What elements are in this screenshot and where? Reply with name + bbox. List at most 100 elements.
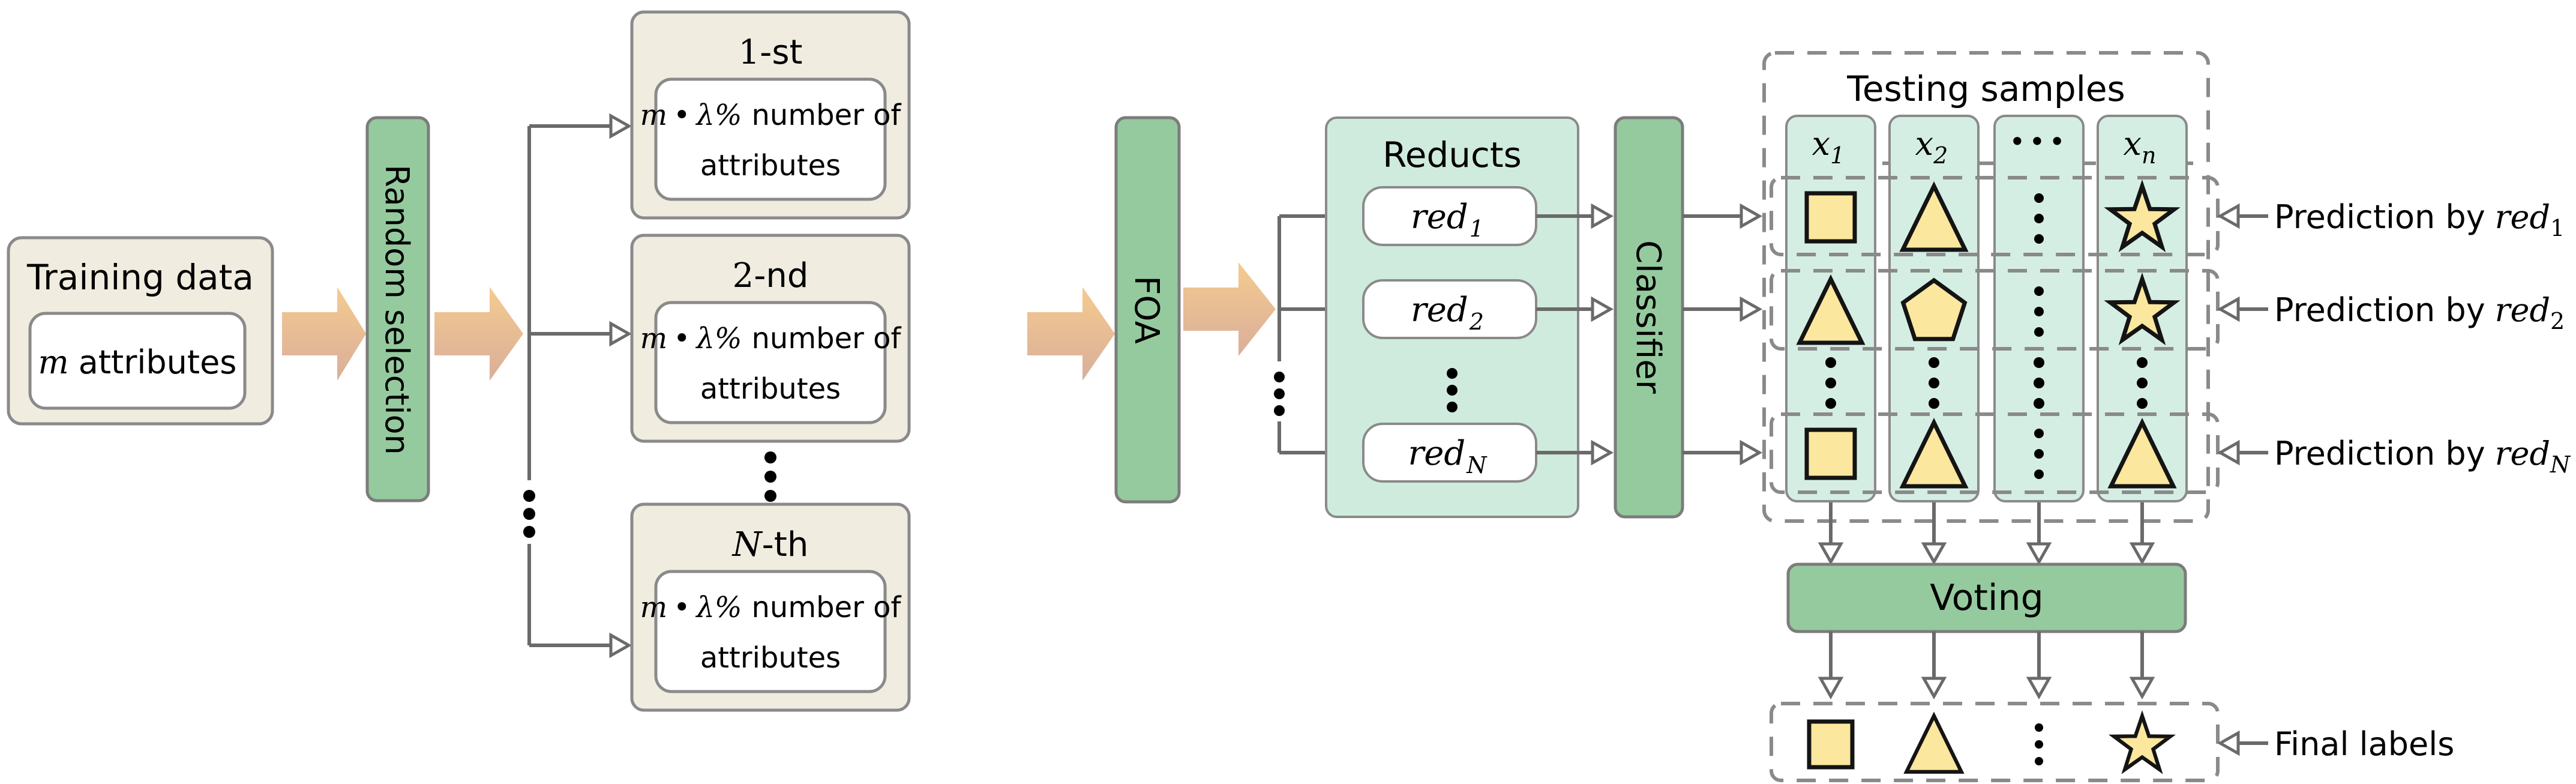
dot-operator: • [673, 322, 690, 355]
prediction-row-2 [1770, 269, 2220, 351]
branch-vertical-dots [523, 490, 535, 538]
x-base: x [1915, 125, 1933, 163]
prediction-prefix: Prediction by [2274, 198, 2485, 236]
number-of-text: number of [752, 591, 902, 624]
red-base: red [1411, 291, 1468, 330]
vdots-shape [2034, 193, 2044, 244]
subset-1-formula: m•λ% number of [640, 98, 902, 132]
red-base: red [1411, 198, 1468, 237]
dot-operator: • [673, 98, 690, 132]
square-shape [1804, 427, 1857, 480]
vdots-shape [2034, 429, 2044, 479]
triangle-shape [1796, 274, 1866, 345]
random-selection-box [365, 116, 430, 502]
star-shape [2104, 179, 2181, 253]
flow-arrow-1 [282, 287, 366, 381]
prediction-prefix: Prediction by [2274, 435, 2485, 472]
pentagon-shape [1900, 277, 1968, 342]
dot-operator: • [673, 591, 690, 624]
red-sub: 2 [2550, 308, 2565, 334]
subset-1-title: 1-st [739, 33, 803, 72]
row1-shapes [1804, 179, 2181, 253]
subset-branch-lines [527, 113, 632, 659]
flow-arrow-3 [1027, 287, 1115, 381]
x-base: x [1812, 125, 1830, 163]
foa-label: FOA [1127, 276, 1166, 344]
classifier-to-rows-arrows [1683, 203, 1763, 466]
number-of-text: number of [752, 98, 902, 132]
vdots-shape [2034, 286, 2044, 337]
star-shape [2104, 273, 2181, 346]
lambda-percent: λ% [695, 322, 742, 355]
m-symbol: m [640, 591, 668, 624]
subset-2-formula-line2: attributes [700, 372, 841, 406]
arrowhead-left [2217, 730, 2240, 756]
classifier-box [1614, 116, 1684, 519]
row3-shapes [1804, 418, 2177, 489]
flow-arrow-4 [1183, 262, 1276, 356]
subset-n-formula: m•λ% number of [640, 591, 902, 624]
rows-ellipsis-dots [1825, 357, 2148, 409]
arrowhead-to-subset-n [609, 632, 632, 659]
arrowhead-to-subset-1 [609, 113, 632, 139]
reducts-vertical-dots [1447, 368, 1458, 412]
column-header-x2: x2 [1915, 125, 1948, 169]
testing-samples-title: Testing samples [1846, 68, 2125, 109]
subset-1-inner-box [654, 77, 887, 201]
vdots-shape [2035, 723, 2043, 765]
x-base: x [2124, 125, 2142, 163]
subset-2-title: 2-nd [733, 256, 809, 295]
classifier-label: Classifier [1629, 240, 1668, 394]
subset-n-title: N-th [731, 525, 809, 564]
triangle-shape [2107, 418, 2177, 489]
column-header-dots: ••• [2009, 125, 2068, 158]
subset-n-suffix: -th [762, 525, 809, 564]
x-sub: 1 [1830, 142, 1845, 169]
m-symbol: m [38, 343, 69, 381]
voting-label: Voting [1930, 577, 2043, 619]
subset-n-inner-box [654, 570, 887, 693]
row2-shapes [1796, 273, 2181, 346]
red-base: red [1408, 434, 1465, 473]
red-sub: 2 [1469, 309, 1484, 335]
voting-to-final-arrows [1818, 632, 2155, 700]
red-sub: 1 [2550, 215, 2565, 241]
columns-to-voting-arrows [1818, 502, 2155, 565]
red-sub: N [2550, 451, 2571, 478]
red-sub: N [1466, 452, 1488, 478]
red2-label: red2 [1411, 291, 1484, 335]
training-data-title: Training data [26, 257, 254, 298]
subset-1-ordinal: 1 [739, 33, 760, 72]
redn-label: redN [1408, 434, 1488, 478]
triangle-shape [1903, 711, 1965, 774]
number-of-text: number of [752, 322, 902, 355]
prediction-prefix: Prediction by [2274, 291, 2485, 329]
red1-label: red1 [1411, 198, 1484, 242]
subset-n-ordinal: N [731, 525, 763, 564]
flow-arrow-2 [434, 287, 523, 381]
training-attributes-box [28, 312, 247, 410]
lambda-percent: λ% [695, 591, 742, 624]
voting-box [1786, 562, 2187, 633]
square-shape [1807, 719, 1855, 770]
foa-box [1114, 116, 1181, 504]
final-labels-annotation: Final labels [2217, 725, 2454, 763]
subset-n-formula-line2: attributes [700, 641, 841, 675]
arrowhead-left [2217, 203, 2240, 229]
prediction-row-3 [1770, 412, 2220, 494]
m-symbol: m [640, 98, 668, 132]
subset-vertical-dots [764, 451, 776, 502]
subset-2-suffix: -nd [754, 256, 808, 295]
final-labels-box [1770, 702, 2220, 782]
lambda-percent: λ% [695, 98, 742, 132]
testing-samples-box [1762, 51, 2210, 523]
reduct-branch-dots [1274, 372, 1285, 416]
final-labels-text: Final labels [2274, 725, 2454, 763]
